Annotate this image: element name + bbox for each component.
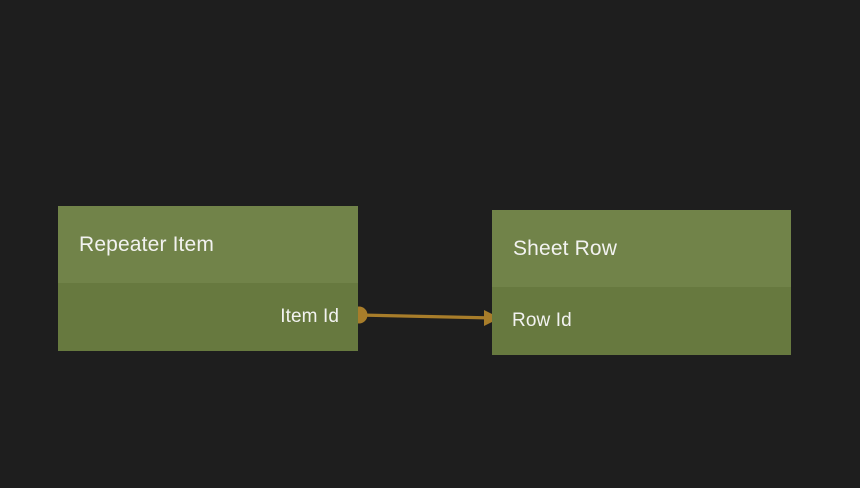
node-sheet-row[interactable]: Sheet Row Row Id — [492, 210, 791, 355]
node-body-repeater-item: Item Id — [58, 283, 358, 351]
node-body-sheet-row: Row Id — [492, 287, 791, 355]
node-header-sheet-row[interactable]: Sheet Row — [492, 210, 791, 287]
node-header-repeater-item[interactable]: Repeater Item — [58, 206, 358, 283]
node-title: Repeater Item — [79, 232, 215, 256]
node-repeater-item[interactable]: Repeater Item Item Id — [58, 206, 358, 351]
field-label: Row Id — [512, 310, 572, 331]
edge-line — [357, 313, 495, 320]
node-title: Sheet Row — [513, 236, 618, 260]
field-row-row-id[interactable]: Row Id — [492, 287, 791, 355]
field-label: Item Id — [280, 306, 339, 327]
edge-item-id-to-row-id[interactable] — [350, 306, 501, 327]
field-row-item-id[interactable]: Item Id — [58, 283, 358, 351]
